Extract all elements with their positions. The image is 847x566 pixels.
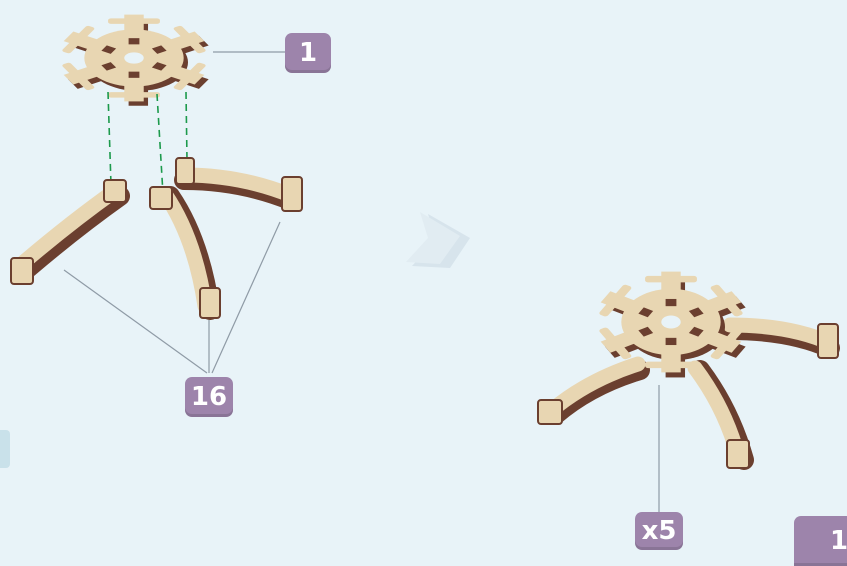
assembled-snowflake: [598, 271, 746, 378]
assembled-legs: [537, 317, 840, 470]
leg-piece-left: [10, 179, 130, 285]
side-tab: [0, 430, 10, 468]
repeat-count-badge: x5: [635, 512, 683, 550]
leg-piece-middle: [149, 186, 221, 320]
leg-piece-right: [174, 157, 303, 212]
callout-lines: [63, 51, 660, 512]
chevron-right-icon: [406, 212, 470, 268]
alignment-guides: [107, 91, 188, 195]
part-count-badge-legs: 16: [185, 377, 233, 417]
part-count-badge-top: 1: [285, 33, 331, 73]
page-number-badge: 1: [794, 516, 847, 566]
